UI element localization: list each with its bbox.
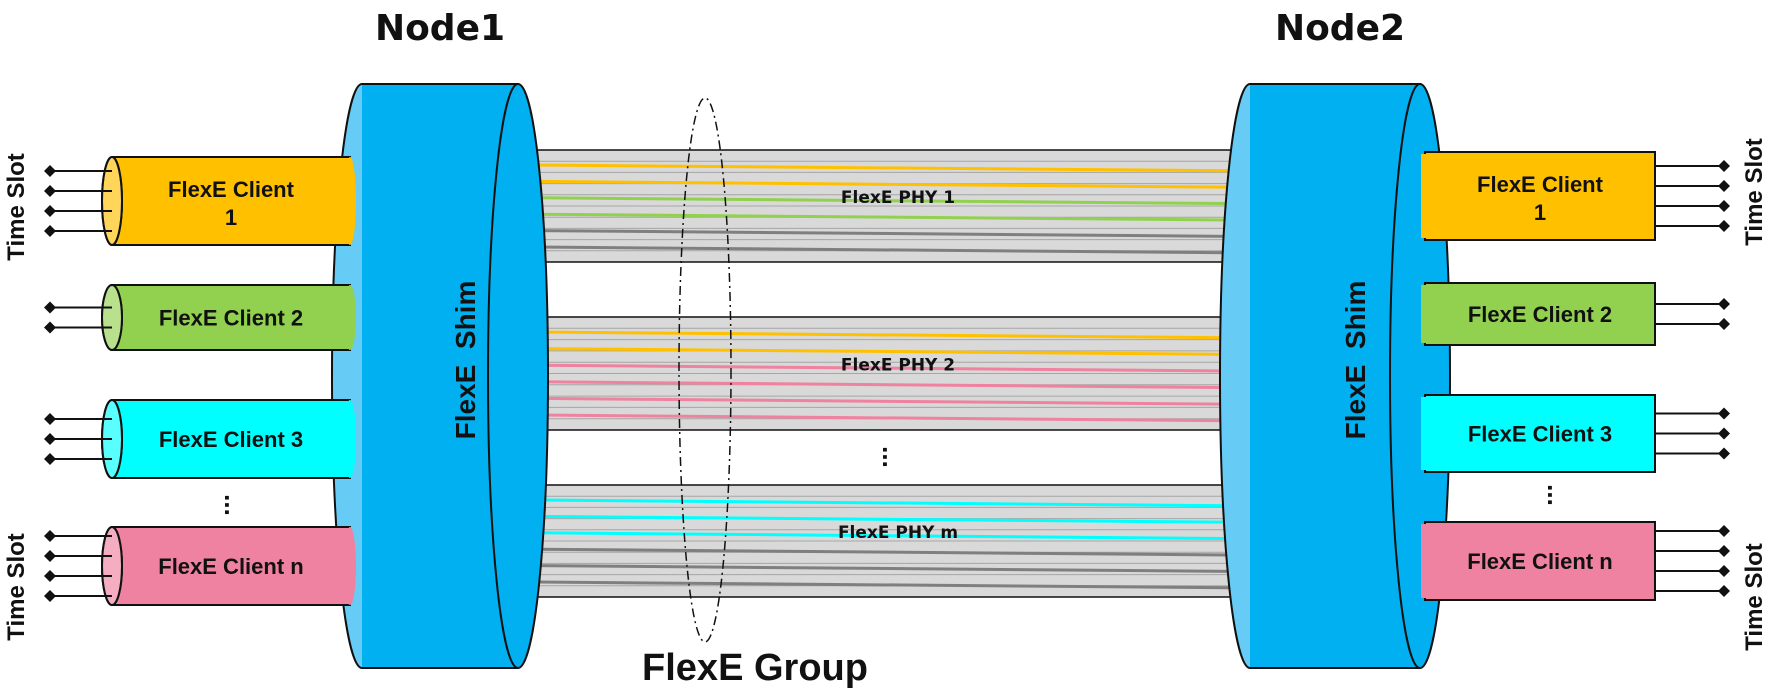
time-slot-diamond (44, 205, 56, 217)
node1-shim: FlexE Shim (331, 83, 549, 669)
flexe-client-left: FlexE Client n (44, 526, 356, 606)
node1-title: Node1 (375, 8, 505, 49)
phy-lane (536, 564, 1258, 574)
client-label: FlexE Client 3 (1468, 422, 1612, 447)
time-slot-diamond (44, 550, 56, 562)
phy-lane (536, 229, 1258, 239)
client-label: FlexE Client 3 (159, 427, 303, 452)
node2-shim-label: FlexE Shim (1340, 281, 1371, 440)
phy-ellipsis: ... (877, 446, 907, 468)
flexe-group-label: FlexE Group (642, 647, 868, 688)
phy-label: FlexE PHY 1 (841, 188, 955, 208)
phy-pipes: FlexE PHY 1 FlexE PHY 2 FlexE PHY m (536, 149, 1270, 598)
time-slot-diamond (44, 185, 56, 197)
phy-lane (536, 330, 1258, 340)
client-ellipsis-right: ... (1542, 484, 1572, 506)
client-label: FlexE Client 2 (1468, 302, 1612, 327)
phy-lane (536, 163, 1258, 173)
flexe-client-right: FlexE Client 2 (1421, 282, 1730, 346)
phy-lane (536, 396, 1258, 406)
client-label: FlexE Client (168, 177, 295, 202)
client-label-number: 1 (225, 205, 237, 230)
time-slot-label-left-top: Time Slot (3, 153, 30, 261)
time-slot-diamond (44, 321, 56, 334)
client-label: FlexE Client 2 (159, 306, 303, 331)
time-slot-diamond (44, 433, 56, 445)
time-slot-diamond (1718, 318, 1730, 330)
client-ellipsis-left: ... (219, 494, 249, 516)
phy-lane (536, 196, 1258, 206)
time-slot-diamond (1718, 427, 1730, 440)
node2-title: Node2 (1275, 8, 1405, 49)
client-label-number: 1 (1534, 200, 1546, 225)
flexe-client-right: FlexE Client n (1421, 521, 1730, 601)
time-slot-label-right-bottom: Time Slot (1741, 543, 1768, 651)
time-slot-diamond (1718, 407, 1730, 420)
flexe-client-left: FlexE Client 2 (44, 284, 356, 351)
time-slot-diamond (1718, 200, 1730, 212)
phy-label: FlexE PHY m (838, 523, 958, 543)
time-slot-diamond (44, 453, 56, 465)
phy-pipe: FlexE PHY 2 (536, 316, 1270, 431)
phy-lane (536, 413, 1258, 423)
flexe-client-right: FlexE Client 1 (1421, 151, 1730, 241)
time-slot-diamond (1718, 180, 1730, 192)
client-label: FlexE Client n (158, 554, 303, 579)
phy-lane (536, 498, 1258, 508)
time-slot-diamond (1718, 565, 1730, 577)
phy-lane (536, 179, 1258, 189)
time-slot-label-right-top: Time Slot (1741, 138, 1768, 246)
phy-lane (536, 347, 1258, 357)
phy-lane (536, 531, 1258, 541)
time-slot-diamond (44, 165, 56, 177)
phy-label: FlexE PHY 2 (841, 356, 955, 376)
phy-lane (536, 547, 1258, 557)
phy-lane (536, 514, 1258, 524)
phy-lane (536, 380, 1258, 390)
phy-lane (536, 580, 1258, 590)
phy-pipe: FlexE PHY 1 (536, 149, 1270, 263)
time-slot-label-left-bottom: Time Slot (3, 533, 30, 641)
flexe-client-left: FlexE Client 3 (44, 399, 356, 479)
time-slot-diamond (1718, 525, 1730, 537)
time-slot-diamond (1718, 160, 1730, 172)
flexe-client-right: FlexE Client 3 (1421, 394, 1730, 473)
phy-lane (536, 363, 1258, 373)
time-slot-diamond (1718, 220, 1730, 232)
time-slot-diamond (1718, 298, 1730, 310)
client-label: FlexE Client (1477, 172, 1604, 197)
time-slot-diamond (44, 225, 56, 237)
time-slot-diamond (1718, 585, 1730, 597)
client-label: FlexE Client n (1467, 549, 1612, 574)
time-slot-diamond (44, 530, 56, 542)
node1-shim-front (487, 83, 549, 669)
phy-lane (536, 212, 1258, 222)
time-slot-diamond (44, 413, 56, 425)
phy-pipe: FlexE PHY m (536, 484, 1270, 598)
time-slot-diamond (1718, 545, 1730, 557)
node2-shim: FlexE Shim (1219, 83, 1451, 669)
node1-shim-label: FlexE Shim (450, 281, 481, 440)
time-slot-diamond (44, 301, 56, 314)
time-slot-diamond (44, 590, 56, 602)
time-slot-diamond (44, 570, 56, 582)
flexe-group-boundary (678, 97, 732, 643)
flexe-client-left: FlexE Client 1 (44, 156, 356, 246)
time-slot-diamond (1718, 447, 1730, 460)
phy-lane (536, 245, 1258, 255)
